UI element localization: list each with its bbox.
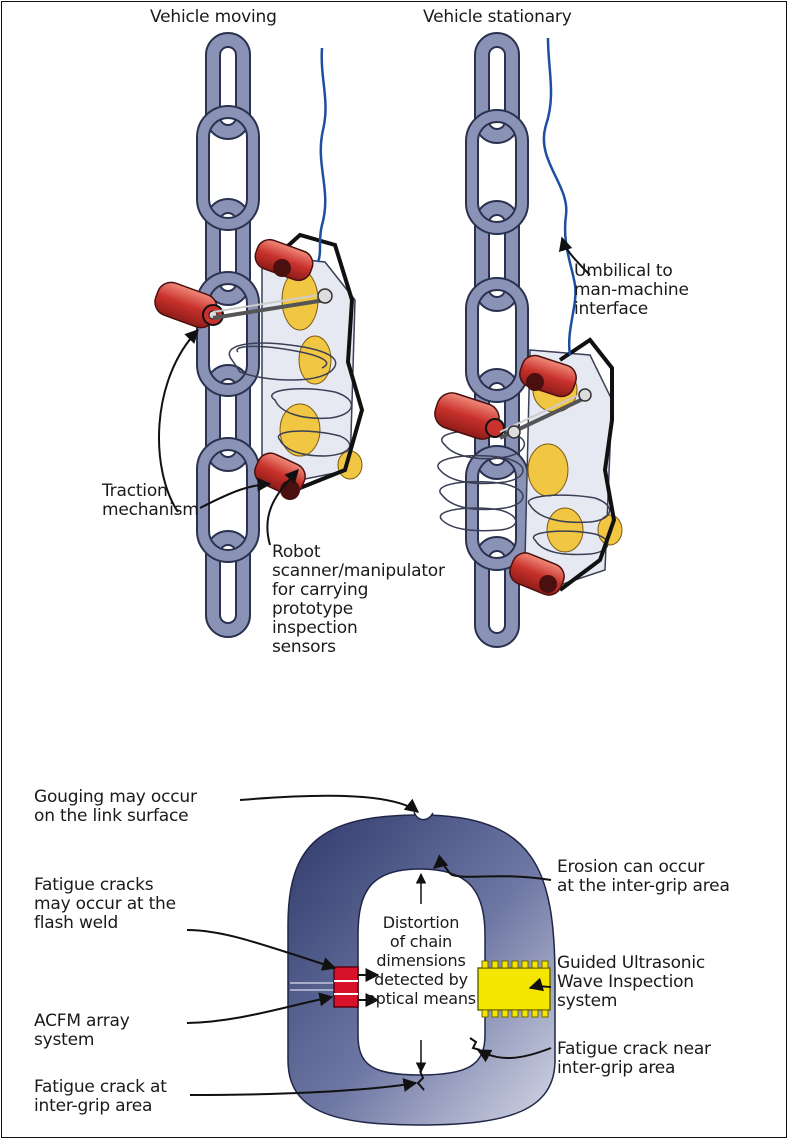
title-vehicle-moving: Vehicle moving	[150, 8, 277, 27]
label-gouging: Gouging may occur on the link surface	[34, 788, 197, 826]
crack-mark-right	[470, 1038, 480, 1050]
umbilical-left	[318, 48, 326, 262]
label-traction: Traction mechanism	[102, 482, 199, 520]
label-guided-wave: Guided Ultrasonic Wave Inspection system	[557, 954, 705, 1011]
label-umbilical: Umbilical to man-machine interface	[574, 262, 689, 319]
guided-wave-device	[478, 961, 550, 1017]
acfm-array-device	[334, 967, 358, 1007]
label-fatigue-near: Fatigue crack near inter-grip area	[557, 1040, 711, 1078]
umbilical-right	[544, 38, 576, 355]
title-vehicle-stationary: Vehicle stationary	[423, 8, 572, 27]
label-robot: Robot scanner/manipulator for carrying p…	[272, 543, 445, 657]
chain-left	[197, 33, 259, 637]
label-fatigue-at: Fatigue crack at inter-grip area	[34, 1078, 167, 1116]
robot-vehicle-stationary	[431, 340, 622, 599]
label-acfm: ACFM array system	[34, 1012, 130, 1050]
label-erosion: Erosion can occur at the inter-grip area	[557, 858, 730, 896]
label-distortion: Distortion of chain dimensions detected …	[363, 913, 479, 1008]
label-fatigue-flash: Fatigue cracks may occur at the flash we…	[34, 876, 176, 933]
